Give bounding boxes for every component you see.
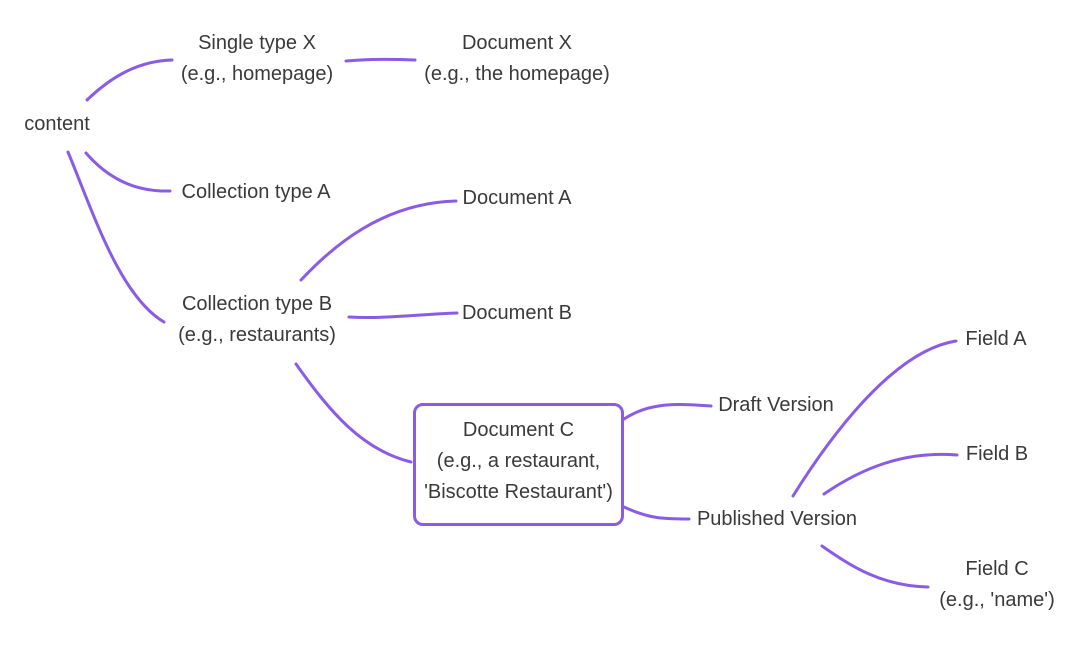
node-draft-version: Draft Version xyxy=(718,390,834,421)
node-document-b-label: Document B xyxy=(461,302,573,324)
node-collection-type-b-sublabel: (e.g., restaurants) xyxy=(178,324,336,346)
edge-collection-type-b-document-c xyxy=(294,362,413,464)
node-content: content xyxy=(24,109,90,140)
edge-collection-type-b-document-b xyxy=(347,311,459,319)
node-content-label: content xyxy=(24,113,90,135)
node-single-type-x-sublabel: (e.g., homepage) xyxy=(180,63,334,85)
node-document-c-label: Document C xyxy=(462,419,575,441)
edge-document-c-draft-version xyxy=(622,403,713,421)
node-document-a: Document A xyxy=(463,183,572,214)
node-single-type-x-label: Single type X xyxy=(198,32,316,54)
edge-published-version-field-a xyxy=(791,339,958,498)
node-document-a-label: Document A xyxy=(462,187,572,209)
edge-single-type-x-document-x xyxy=(344,57,417,63)
edge-published-version-field-b xyxy=(822,452,959,496)
node-draft-version-label: Draft Version xyxy=(718,394,834,416)
edge-published-version-field-c xyxy=(820,544,930,589)
node-published-version-label: Published Version xyxy=(696,508,858,530)
node-document-x-label: Document X xyxy=(461,32,573,54)
edge-document-c-published-version xyxy=(622,505,691,521)
node-field-b: Field B xyxy=(966,439,1028,470)
node-collection-type-b: Collection type B (e.g., restaurants) xyxy=(178,289,336,351)
edge-collection-type-b-document-a xyxy=(299,199,458,282)
node-document-x: Document X (e.g., the homepage) xyxy=(424,28,610,90)
node-document-b: Document B xyxy=(462,298,572,329)
node-collection-type-b-label: Collection type B xyxy=(181,293,333,315)
node-document-c-box: Document C (e.g., a restaurant, 'Biscott… xyxy=(413,403,624,526)
node-field-a: Field A xyxy=(965,324,1026,355)
node-published-version: Published Version xyxy=(697,504,857,535)
node-field-c: Field C (e.g., 'name') xyxy=(939,554,1054,616)
node-collection-type-a: Collection type A xyxy=(182,177,331,208)
node-collection-type-a-label: Collection type A xyxy=(181,181,331,203)
edge-content-collection-type-b xyxy=(66,150,166,324)
node-document-c-sublabel2: 'Biscotte Restaurant') xyxy=(424,481,613,503)
node-field-b-label: Field B xyxy=(965,443,1029,465)
node-document-x-sublabel: (e.g., the homepage) xyxy=(424,63,610,85)
node-document-c-sublabel: (e.g., a restaurant, xyxy=(436,450,601,472)
edge-content-collection-type-a xyxy=(84,151,172,193)
edge-content-single-type-x xyxy=(85,58,174,102)
node-field-a-label: Field A xyxy=(965,328,1027,350)
node-field-c-sublabel: (e.g., 'name') xyxy=(939,589,1055,611)
node-field-c-label: Field C xyxy=(965,558,1029,580)
node-single-type-x: Single type X (e.g., homepage) xyxy=(181,28,333,90)
